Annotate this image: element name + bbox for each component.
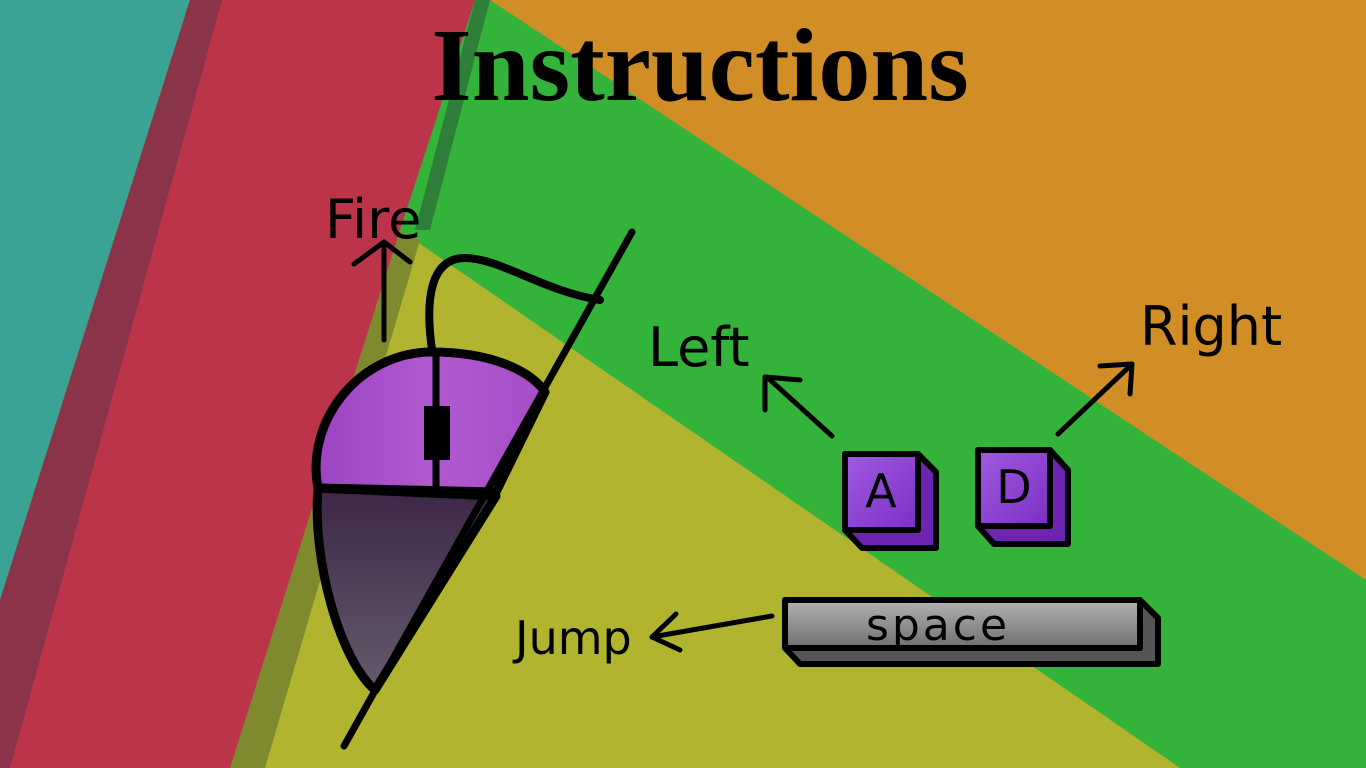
background-red-stripe-shadow xyxy=(0,0,222,768)
key-a-label: A xyxy=(865,464,897,518)
fire-label: Fire xyxy=(325,188,421,251)
left-label: Left xyxy=(648,316,750,379)
mouse-edge-line xyxy=(340,228,636,750)
space-key-label: space xyxy=(866,600,1010,651)
mouse-scroll-wheel xyxy=(424,406,450,460)
spacebar-icon: space xyxy=(782,597,1161,667)
left-arrow-icon xyxy=(762,374,835,439)
background-green-shadow xyxy=(415,0,490,230)
jump-arrow-icon xyxy=(649,611,775,653)
background-red-stripe xyxy=(0,0,475,768)
background-green-stripe xyxy=(400,0,1366,768)
keycap-a-icon: A xyxy=(842,451,939,551)
mouse-cable xyxy=(425,253,604,354)
mouse-icon xyxy=(311,228,636,750)
right-label: Right xyxy=(1140,295,1282,358)
keycap-d-icon: D xyxy=(975,447,1071,547)
page-title: Instructions xyxy=(431,8,968,123)
key-d-label: D xyxy=(996,460,1031,514)
right-arrow-icon xyxy=(1055,361,1135,437)
jump-label: Jump xyxy=(512,611,632,665)
fire-arrow-icon xyxy=(351,239,413,343)
